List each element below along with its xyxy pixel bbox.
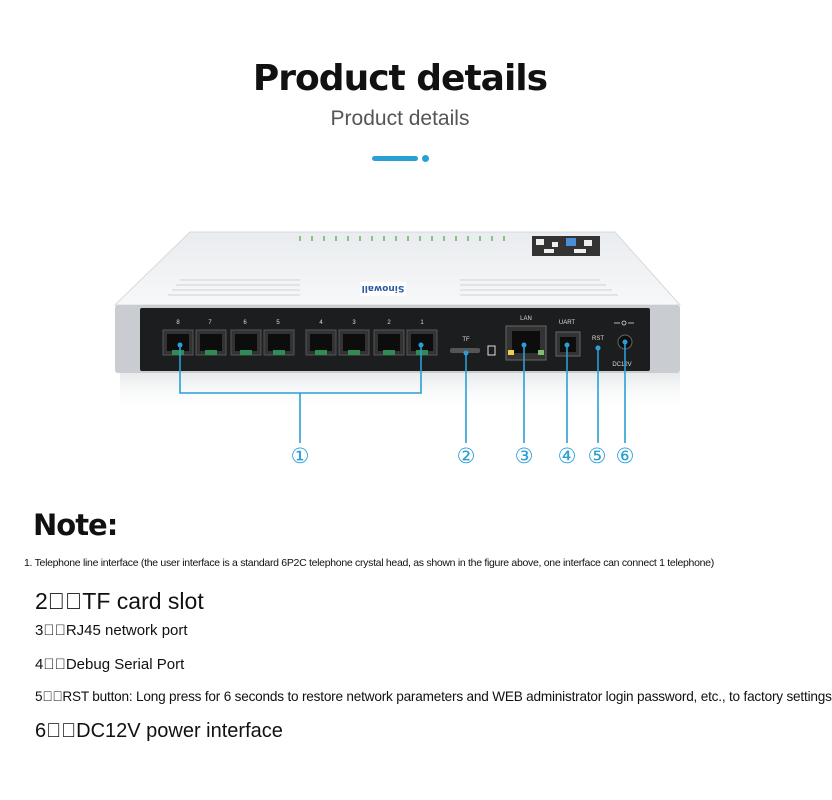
- rj11-port: [406, 329, 438, 356]
- callout-6: ⑥: [616, 444, 635, 468]
- callout-1: ①: [291, 444, 310, 468]
- callout-3: ③: [515, 444, 534, 468]
- port-number-2: 2: [387, 320, 391, 326]
- tf-label: TF: [462, 337, 470, 343]
- device-illustration: Sinowall 8 7 6 5 4 3 2 1 TF LAN UART: [113, 231, 682, 468]
- telephone-ports: [162, 329, 438, 356]
- callout-5: ⑤: [588, 444, 607, 468]
- qr-code: [532, 236, 600, 256]
- port-number-3: 3: [352, 320, 356, 326]
- note-item-1: 1. Telephone line interface (the user in…: [24, 557, 714, 569]
- port-number-5: 5: [276, 320, 280, 326]
- dc-polarity-icon: [614, 320, 634, 326]
- rj11-port: [195, 329, 227, 356]
- note-item-5: 5  RST button: Long press for 6 seconds …: [35, 689, 832, 704]
- rj45-port: [505, 325, 547, 361]
- callout-2: ②: [457, 444, 476, 468]
- callout-lines: [179, 342, 626, 443]
- accent-divider: [372, 156, 418, 161]
- sd-card-icon: [487, 345, 496, 356]
- rj11-port: [263, 329, 295, 356]
- brand-logo: Sinowall: [360, 282, 406, 296]
- port-number-1: 1: [420, 320, 424, 326]
- note-item-2: 2  TF card slot: [35, 588, 204, 614]
- note-heading: Note:: [33, 508, 118, 542]
- brand-label: Sinowall: [362, 283, 405, 293]
- rj11-port: [338, 329, 370, 356]
- lan-led-yellow: [508, 350, 514, 355]
- rj11-port: [162, 329, 194, 356]
- accent-dot: [422, 155, 429, 162]
- rst-label: RST: [592, 336, 604, 342]
- lan-led-green: [538, 350, 544, 355]
- note-item-4: 4  Debug Serial Port: [35, 656, 185, 673]
- tf-card-slot: [450, 348, 480, 353]
- uart-label: UART: [559, 320, 576, 326]
- rj11-port: [373, 329, 405, 356]
- port-number-4: 4: [319, 320, 323, 326]
- callout-4: ④: [558, 444, 577, 468]
- vent-slots: [168, 279, 618, 296]
- rj11-port: [230, 329, 262, 356]
- dc-label: DC12V: [612, 362, 631, 368]
- rj11-port: [305, 329, 337, 356]
- page-subtitle: Product details: [330, 107, 470, 130]
- note-item-3: 3  RJ45 network port: [35, 622, 188, 639]
- device-reflection: [120, 372, 680, 412]
- lan-label: LAN: [520, 316, 532, 322]
- port-number-8: 8: [176, 320, 180, 326]
- port-number-7: 7: [208, 320, 212, 326]
- page-title: Product details: [252, 58, 548, 99]
- note-item-6: 6  DC12V power interface: [35, 720, 283, 742]
- vent-led-strip: [299, 236, 505, 241]
- port-number-6: 6: [243, 320, 247, 326]
